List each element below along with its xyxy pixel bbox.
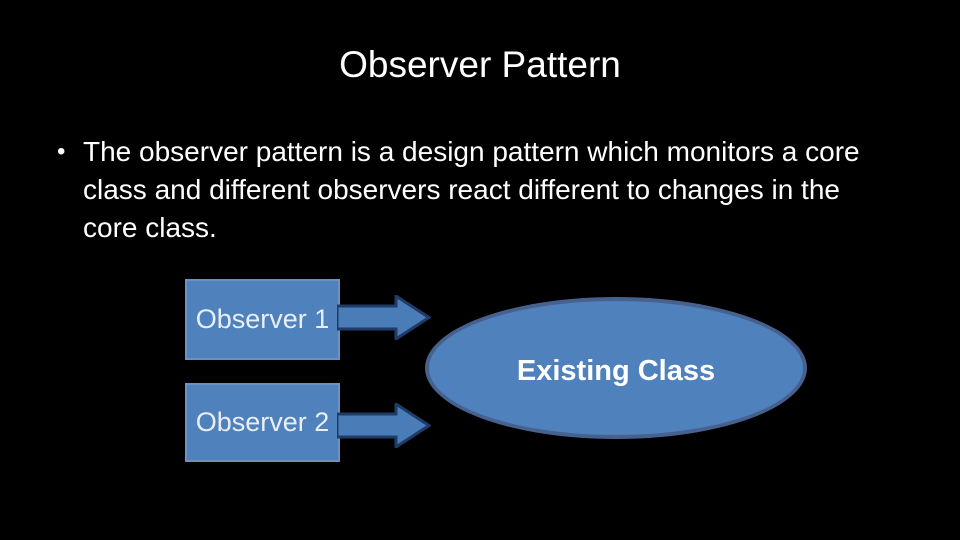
bullet-marker: • xyxy=(57,138,66,165)
observer2-box: Observer 2 xyxy=(185,383,340,462)
existing-class-label: Existing Class xyxy=(516,354,716,387)
observer1-label: Observer 1 xyxy=(195,304,330,334)
bullet-paragraph: • The observer pattern is a design patte… xyxy=(57,133,917,247)
bullet-line-1: The observer pattern is a design pattern… xyxy=(83,136,860,167)
observer1-box: Observer 1 xyxy=(185,279,340,360)
page-title: Observer Pattern xyxy=(339,44,621,85)
right-arrow-icon xyxy=(337,295,431,340)
bullet-line-3: core class. xyxy=(83,212,217,243)
right-arrow-icon xyxy=(337,403,431,448)
observer2-label: Observer 2 xyxy=(195,407,330,437)
existing-class-ellipse: Existing Class xyxy=(425,297,807,439)
bullet-text: The observer pattern is a design pattern… xyxy=(83,133,917,247)
bullet-line-2: class and different observers react diff… xyxy=(83,174,840,205)
